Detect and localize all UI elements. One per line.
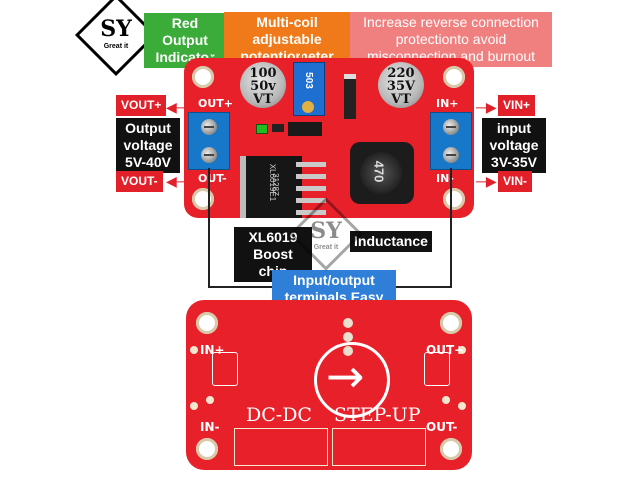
pad (458, 402, 466, 410)
footprint-left (234, 428, 328, 466)
silk-in-minus: IN- (436, 172, 454, 185)
pad (458, 346, 466, 354)
callout-potentiometer: Multi-coil adjustable potentiometer (224, 12, 350, 67)
direction-arrow-icon (314, 342, 390, 418)
arrow-vout-plus: ◀─ (166, 99, 187, 115)
silk-out-plus: OUT+ (198, 97, 234, 110)
smd-resistor (272, 124, 284, 132)
callout-reverse-protection-text: Increase reverse connection protectionto… (363, 14, 539, 64)
bottom-silk-dcdc: DC-DC (246, 404, 312, 426)
pot-label: 503 (302, 72, 314, 89)
label-inductance: Inductance (350, 231, 432, 252)
terminal-screw (443, 119, 459, 135)
callout-potentiometer-text: Multi-coil adjustable potentiometer (240, 14, 334, 64)
direction-arrow-glyph: → (326, 349, 365, 403)
mount-hole (443, 188, 465, 210)
smd-ic (288, 122, 322, 136)
cap-right-line1: 220 (387, 66, 415, 81)
mount-hole (192, 188, 214, 210)
chip-pin (296, 210, 326, 215)
chip-pin (296, 198, 326, 203)
via-dot (343, 318, 353, 328)
pcb-board-bottom: → (186, 300, 472, 470)
chip-pin (296, 186, 326, 191)
mount-hole (440, 312, 462, 334)
bottom-silk-in-plus: IN+ (200, 343, 225, 357)
cap-left-line2: 50v (250, 79, 276, 94)
protection-diode (344, 74, 356, 119)
pot-screw (302, 101, 314, 113)
mount-hole (196, 312, 218, 334)
pad (206, 396, 214, 404)
pcb-board-top (184, 58, 474, 218)
capacitor-220uf: 220 35V VT (378, 62, 424, 108)
label-vout-minus: VOUT- (116, 171, 163, 192)
pad (442, 396, 450, 404)
pad-outline-left (212, 352, 238, 386)
silk-in-plus: IN+ (436, 97, 459, 110)
chip-pin (296, 174, 326, 179)
potentiometer: 503 (293, 62, 325, 116)
bottom-silk-in-minus: IN- (200, 420, 220, 434)
terminal-screw (201, 147, 217, 163)
cap-left-line3: VT (253, 92, 273, 107)
label-vin-plus: VIN+ (498, 95, 536, 116)
connector-wire (390, 286, 452, 288)
inductor-label: 470 (371, 160, 387, 183)
inductor-core (360, 152, 402, 194)
mount-hole (196, 438, 218, 460)
capacitor-100uf: 100 50v VT (240, 62, 286, 108)
label-input-voltage: input voltage 3V-35V (482, 118, 546, 173)
via-dot (343, 332, 353, 342)
connector-wire (208, 168, 210, 288)
cap-right-line3: VT (391, 92, 411, 107)
input-terminal-block (430, 112, 472, 170)
boost-chip: XL6019E1 3128Z (240, 156, 302, 218)
logo-tagline: Great it (103, 43, 129, 50)
watermark-letters: SY (310, 218, 342, 244)
label-vin-minus: VIN- (498, 171, 532, 192)
inductor: 470 (350, 142, 414, 204)
pad-outline-right (424, 352, 450, 386)
bottom-silk-out-minus: OUT- (426, 420, 458, 434)
pad (190, 402, 198, 410)
output-led (256, 124, 268, 134)
label-vout-plus: VOUT+ (116, 95, 167, 116)
footprint-right (332, 428, 426, 466)
bottom-silk-out-plus: OUT+ (426, 343, 465, 357)
label-output-voltage: Output voltage 5V-40V (116, 118, 180, 173)
connector-wire (450, 168, 452, 288)
cap-left-line1: 100 (249, 66, 277, 81)
arrow-vin-minus: ─▶ (476, 173, 497, 189)
arrow-vout-minus: ◀─ (166, 173, 187, 189)
connector-wire (208, 286, 274, 288)
callout-reverse-protection: Increase reverse connection protectionto… (350, 12, 552, 67)
mount-hole (440, 438, 462, 460)
pad (190, 346, 198, 354)
mount-hole (443, 66, 465, 88)
cap-right-line2: 35V (386, 79, 416, 94)
mount-hole (192, 66, 214, 88)
arrow-vin-plus: ─▶ (476, 99, 497, 115)
terminal-screw (443, 147, 459, 163)
chip-marking-2: 3128Z (270, 173, 280, 196)
chip-pin (296, 162, 326, 167)
terminal-screw (201, 119, 217, 135)
silk-out-minus: OUT- (198, 172, 227, 185)
callout-red-output: Red Output Indicator (144, 13, 226, 68)
watermark-tagline: Great it (313, 244, 339, 251)
output-terminal-block (188, 112, 230, 170)
bottom-silk-stepup: STEP-UP (334, 404, 421, 426)
logo-letters: SY (100, 16, 132, 42)
